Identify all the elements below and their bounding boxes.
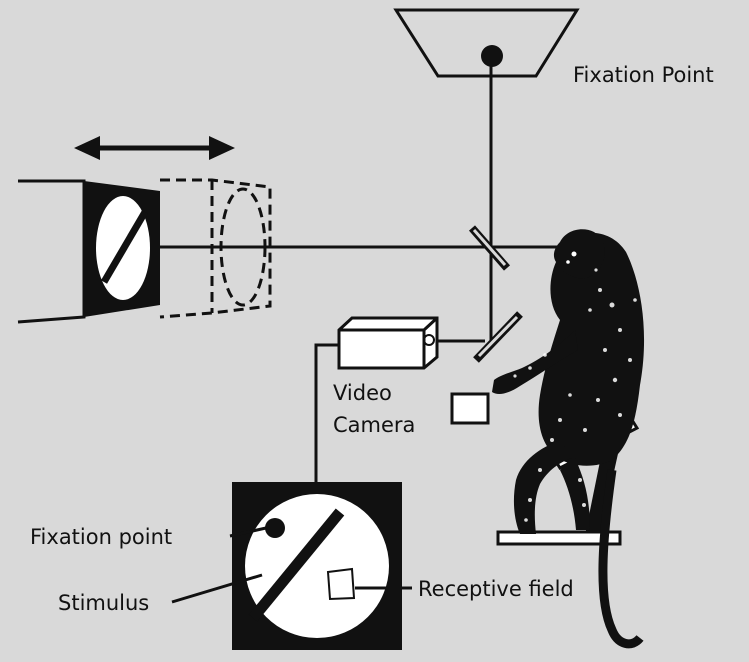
label-camera: Camera: [333, 413, 415, 437]
label-stimulus: Stimulus: [58, 591, 149, 615]
label-video: Video: [333, 381, 392, 405]
monitor-screen: [245, 494, 389, 638]
callout-fixation-point: [229, 526, 267, 538]
camera-cable: [314, 343, 339, 482]
mirror-lower-inner: [477, 315, 519, 358]
monkey: [492, 229, 645, 649]
monitor-fixation-dot: [265, 518, 285, 538]
monitor: [232, 482, 402, 650]
monitor-stimulus-bar: [248, 508, 345, 622]
small-screen: [450, 392, 490, 425]
beam-splitter-upper-inner: [472, 229, 507, 266]
stimulus-projector: [17, 179, 160, 324]
label-fixation-point-top: Fixation Point: [573, 63, 714, 87]
video-camera: [337, 316, 439, 370]
camera-lens: [423, 334, 435, 346]
callout-stimulus: [171, 573, 263, 604]
movement-arrow: [74, 136, 235, 160]
label-fixation-point-bottom: Fixation point: [30, 525, 172, 549]
label-receptive-field: Receptive field: [418, 577, 574, 601]
monitor-receptive-field: [326, 567, 356, 601]
